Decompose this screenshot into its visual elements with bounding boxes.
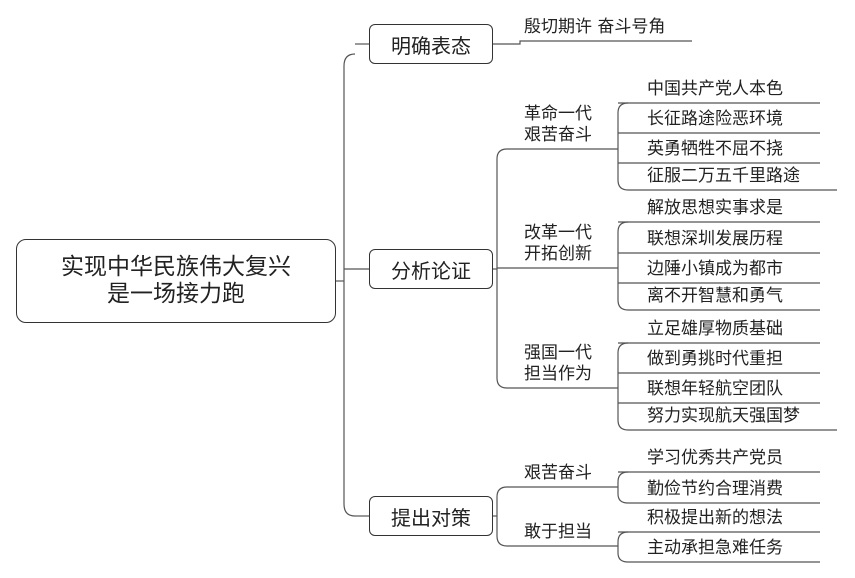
leaf-item[interactable]: 边陲小镇成为都市	[647, 259, 783, 279]
sub-node-line1: 革命一代	[524, 104, 592, 124]
trunk-line	[343, 53, 356, 517]
group1-bracket	[617, 102, 629, 191]
root-title-line2: 是一场接力跑	[107, 281, 245, 307]
leaf-item[interactable]: 联想年轻航空团队	[647, 379, 783, 399]
leaf-item[interactable]: 做到勇挑时代重担	[647, 349, 783, 369]
sub-node-responsibility[interactable]: 敢于担当	[524, 522, 592, 542]
group2-bracket	[617, 221, 629, 311]
node-clear-stance[interactable]: 明确表态	[369, 24, 493, 64]
counter-bracket-1	[617, 471, 629, 504]
sub-node-line1: 改革一代	[524, 223, 592, 243]
leaf-item[interactable]: 征服二万五千里路途	[647, 166, 800, 186]
sub-node-line2: 担当作为	[524, 364, 592, 384]
counter-leaf-lines-1	[608, 471, 820, 504]
sub-node-line2: 开拓创新	[524, 244, 592, 264]
stance-leaf-line	[492, 40, 692, 45]
leaf-item[interactable]: 立足雄厚物质基础	[647, 319, 783, 339]
leaf-item[interactable]: 勤俭节约合理消费	[647, 479, 783, 499]
group3-leaf-lines	[608, 342, 837, 431]
leaf-item[interactable]: 离不开智慧和勇气	[647, 286, 783, 306]
sub-node-reform[interactable]: 改革一代 开拓创新	[524, 223, 592, 265]
leaf-item[interactable]: 积极提出新的想法	[647, 508, 783, 528]
leaf-item[interactable]: 解放思想实事求是	[647, 198, 783, 218]
sub-node-strong-nation[interactable]: 强国一代 担当作为	[524, 343, 592, 385]
node-label: 分析论证	[391, 258, 471, 283]
sub-node-line1: 强国一代	[524, 343, 592, 363]
node-label: 提出对策	[391, 505, 471, 530]
leaf-item[interactable]: 努力实现航天强国梦	[647, 406, 800, 426]
node-countermeasure[interactable]: 提出对策	[369, 496, 493, 536]
leaf-item[interactable]: 学习优秀共产党员	[647, 448, 783, 468]
leaf-item[interactable]: 殷切期许 奋斗号角	[524, 17, 666, 37]
group2-leaf-lines	[608, 221, 820, 311]
countermeasure-trunk	[496, 486, 508, 547]
leaf-item[interactable]: 英勇牺牲不屈不挠	[647, 139, 783, 159]
sub-node-line2: 艰苦奋斗	[524, 125, 592, 145]
node-label: 明确表态	[391, 33, 471, 58]
node-analysis[interactable]: 分析论证	[369, 249, 493, 289]
leaf-item[interactable]: 联想深圳发展历程	[647, 229, 783, 249]
counter-leaf-lines-2	[608, 531, 820, 563]
sub-node-revolution[interactable]: 革命一代 艰苦奋斗	[524, 104, 592, 146]
group1-leaf-lines	[608, 102, 837, 191]
leaf-item[interactable]: 中国共产党人本色	[647, 79, 783, 99]
group3-bracket	[617, 342, 629, 431]
leaf-item[interactable]: 主动承担急难任务	[647, 538, 783, 558]
leaf-item[interactable]: 长征路途险恶环境	[647, 109, 783, 129]
sub-node-hard-work[interactable]: 艰苦奋斗	[524, 463, 592, 483]
root-title-line1: 实现中华民族伟大复兴	[61, 254, 291, 280]
root-node[interactable]: 实现中华民族伟大复兴 是一场接力跑	[16, 239, 336, 323]
counter-bracket-2	[617, 531, 629, 563]
